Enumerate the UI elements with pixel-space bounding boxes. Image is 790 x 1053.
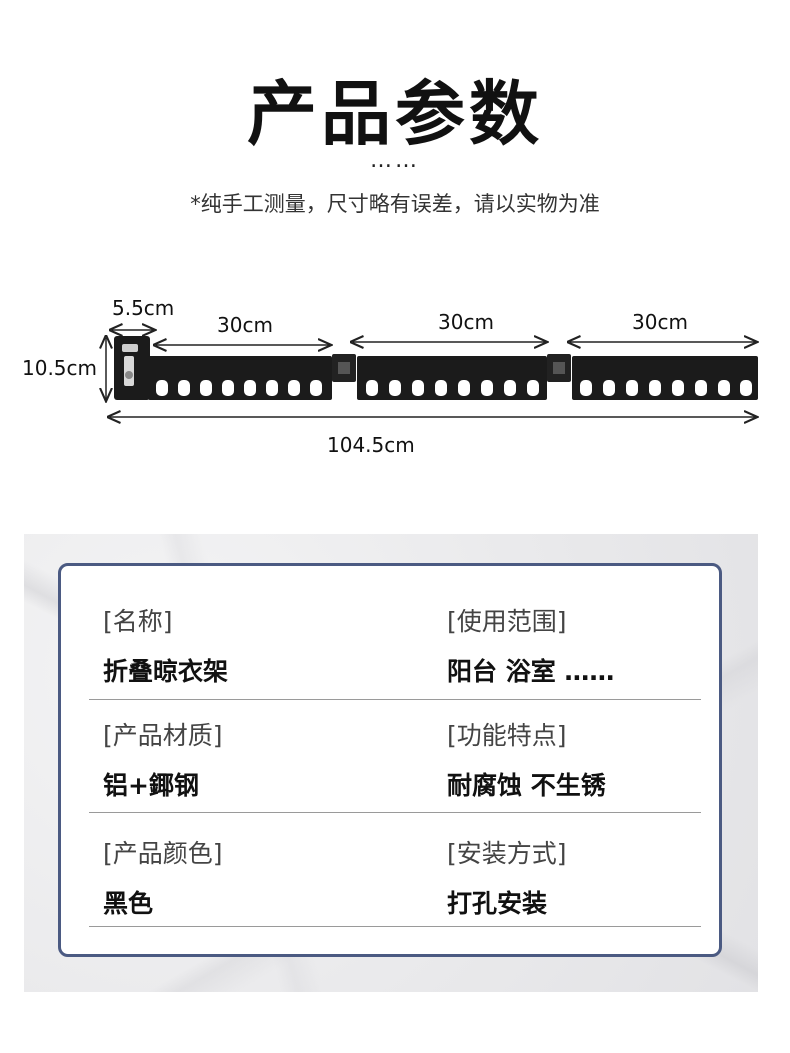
spec-card: [名称] 折叠晾衣架 [使用范围] 阳台 浴室 …… [产品材质] 铝+鎁钢 […	[58, 563, 722, 957]
spec-label: [使用范围]	[447, 607, 567, 636]
spec-label: [安装方式]	[447, 839, 567, 868]
spec-label: [功能特点]	[447, 721, 567, 750]
spec-features: [功能特点] 耐腐蚀 不生锈	[447, 716, 606, 802]
row-divider	[89, 812, 701, 813]
rack-diagram	[0, 0, 790, 480]
dim-label-section2: 30cm	[438, 310, 494, 334]
rack-section-3	[572, 356, 758, 400]
spec-value: 打孔安装	[447, 889, 548, 918]
page-title: 产品参数	[247, 73, 543, 155]
dim-label-total: 104.5cm	[327, 433, 415, 457]
dim-label-bracket: 5.5cm	[112, 296, 175, 320]
wall-bracket	[114, 336, 150, 400]
spec-installation: [安装方式] 打孔安装	[447, 834, 567, 920]
spec-name: [名称] 折叠晾衣架	[103, 602, 228, 688]
hinge-1	[332, 354, 356, 382]
measurement-note: *纯手工测量，尺寸略有误差，请以实物为准	[190, 192, 600, 216]
rack-section-1	[148, 356, 332, 400]
spec-label: [产品材质]	[103, 721, 223, 750]
spec-value: 折叠晾衣架	[103, 657, 229, 686]
spec-value: 铝+鎁钢	[103, 771, 199, 800]
spec-usage: [使用范围] 阳台 浴室 ……	[447, 602, 614, 688]
row-divider	[89, 699, 701, 700]
spec-material: [产品材质] 铝+鎁钢	[103, 716, 223, 802]
spec-label: [名称]	[103, 607, 173, 636]
dim-label-section1: 30cm	[217, 313, 273, 337]
dim-label-height: 10.5cm	[22, 356, 98, 380]
dim-label-section3: 30cm	[632, 310, 688, 334]
spec-label: [产品颜色]	[103, 839, 223, 868]
hinge-2	[547, 354, 571, 382]
hanger-holes	[156, 380, 752, 396]
title-divider-dots: ……	[370, 148, 420, 173]
spec-value: 黑色	[103, 889, 154, 918]
rack-section-2	[357, 356, 547, 400]
spec-color: [产品颜色] 黑色	[103, 834, 223, 920]
row-divider	[89, 926, 701, 927]
spec-value: 阳台 浴室 ……	[447, 657, 615, 686]
spec-value: 耐腐蚀 不生锈	[447, 771, 606, 800]
